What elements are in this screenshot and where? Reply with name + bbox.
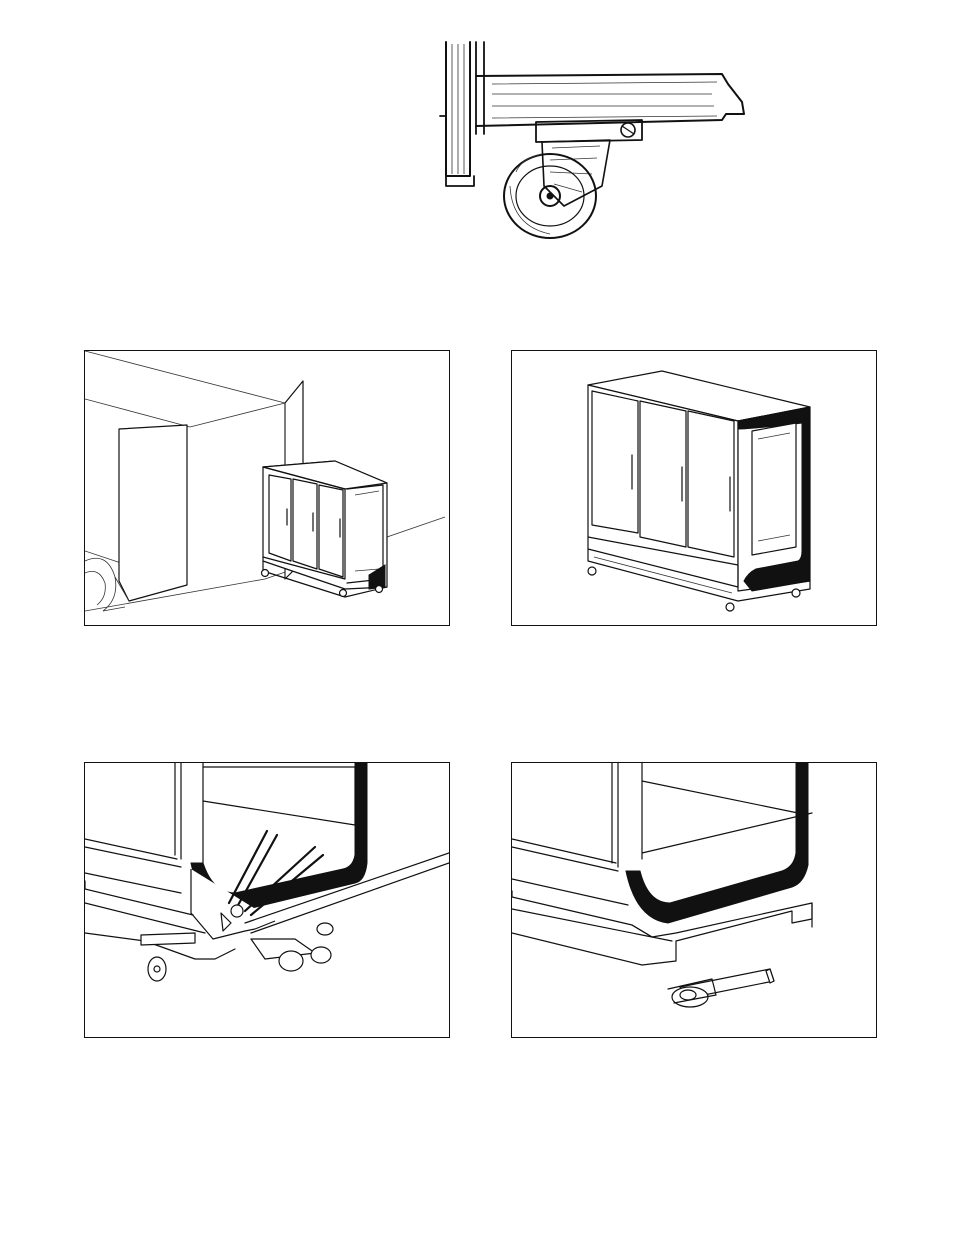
prying-caster-skid-panel <box>84 762 450 1038</box>
pry-bar-and-skid-icon <box>85 763 449 981</box>
case-in-truck-icon <box>85 351 445 611</box>
case-on-shipping-skid-panel <box>511 350 877 626</box>
caster-sketch-figure <box>432 36 762 246</box>
display-case-three-doors-icon <box>588 371 810 611</box>
unloading-from-truck-panel <box>84 350 450 626</box>
caster-wheel-sketch-icon <box>440 42 744 238</box>
removed-caster-skid-icon <box>512 763 812 1007</box>
caster-skid-removed-panel <box>511 762 877 1038</box>
